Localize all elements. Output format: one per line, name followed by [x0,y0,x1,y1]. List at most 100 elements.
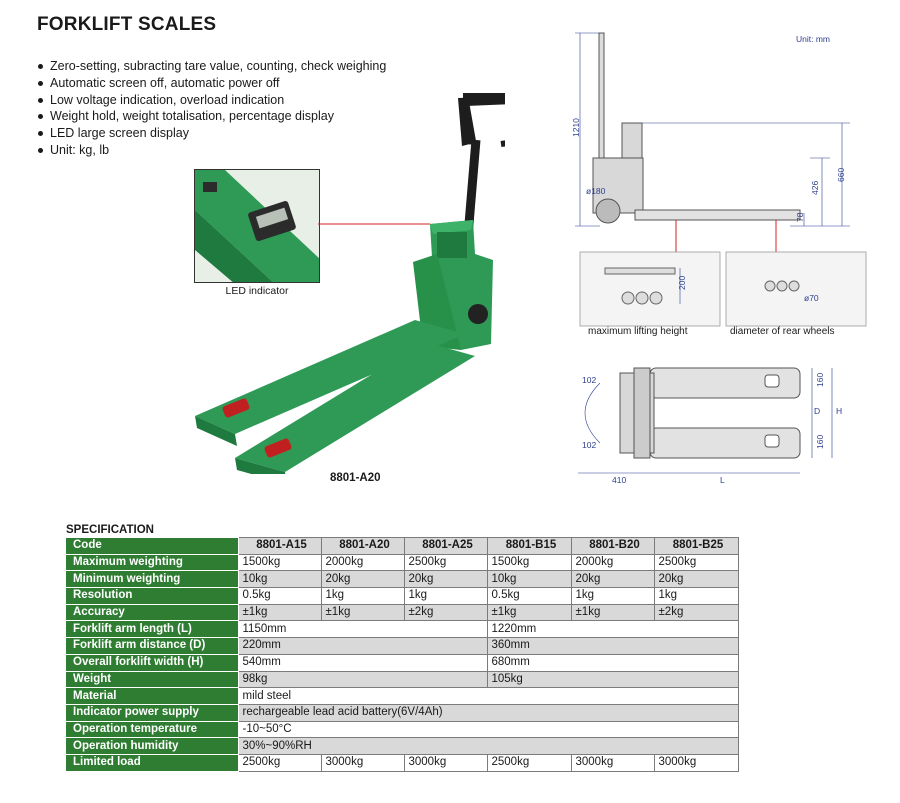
table-cell: 1500kg [486,553,572,572]
row-label: Code [66,537,239,555]
dim-rear-len: 410 [612,475,626,485]
table-cell: ±1kg [570,603,655,622]
feature-item: Automatic screen off, automatic power of… [37,75,386,92]
row-label: Forklift arm distance (D) [66,637,239,655]
feature-item: Low voltage indication, overload indicat… [37,92,386,109]
table-cell: 20kg [653,570,739,589]
table-cell: 2000kg [570,553,655,572]
table-row: Accuracy±1kg±1kg±2kg±1kg±1kg±2kg [66,603,739,622]
table-cell: ±1kg [237,603,322,622]
table-cell: 1150mm [237,620,488,639]
dim-handle-height: 660 [836,168,846,182]
table-cell: 8801-B15 [486,537,572,555]
table-cell: 1220mm [486,620,739,639]
table-cell: 3000kg [403,753,488,772]
dim-h: H [836,406,842,416]
row-label: Material [66,687,239,705]
table-cell: 20kg [570,570,655,589]
feature-item: Unit: kg, lb [37,142,386,159]
row-label: Overall forklift width (H) [66,653,239,672]
row-label: Resolution [66,587,239,605]
table-cell: mild steel [237,687,739,705]
feature-list: Zero-setting, subracting tare value, cou… [37,58,386,159]
feature-item: Zero-setting, subracting tare value, cou… [37,58,386,75]
table-cell: 2500kg [653,553,739,572]
table-row: Operation temperature-10~50°C [66,720,739,739]
dim-lift: 200 [677,276,687,290]
table-cell: -10~50°C [237,720,739,739]
row-label: Maximum weighting [66,553,239,572]
table-cell: 8801-A20 [320,537,405,555]
feature-item: LED large screen display [37,125,386,142]
table-cell: 2500kg [486,753,572,772]
inset-caption: LED indicator [225,285,289,297]
dim-arm-width-bottom: 160 [815,435,825,449]
table-cell: 3000kg [320,753,405,772]
row-label: Limited load [66,753,239,772]
row-label: Operation temperature [66,720,239,739]
table-cell: 8801-A25 [403,537,488,555]
feature-item: Weight hold, weight totalisation, percen… [37,108,386,125]
row-label: Forklift arm length (L) [66,620,239,639]
table-cell: 1kg [653,587,739,605]
dim-top-offset: 102 [582,375,596,385]
table-cell: 2000kg [320,553,405,572]
table-cell: 3000kg [653,753,739,772]
table-cell: 98kg [237,670,488,689]
table-cell: 2500kg [403,553,488,572]
table-cell: 2500kg [237,753,322,772]
table-cell: 680mm [486,653,739,672]
caption-lifting: maximum lifting height [588,326,688,337]
row-label: Operation humidity [66,737,239,755]
table-cell: 1kg [570,587,655,605]
table-cell: 8801-B25 [653,537,739,555]
table-cell: 30%~90%RH [237,737,739,755]
table-cell: ±2kg [403,603,488,622]
dim-fork-height: 426 [810,181,820,195]
table-cell: rechargeable lead acid battery(6V/4Ah) [237,703,739,722]
row-label: Accuracy [66,603,239,622]
table-cell: ±2kg [653,603,739,622]
spec-title: SPECIFICATION [66,524,154,536]
table-cell: ±1kg [486,603,572,622]
table-cell: 360mm [486,637,739,655]
table-cell: 8801-B20 [570,537,655,555]
callout-line [318,223,430,225]
dim-min-height: 78 [795,212,805,222]
dim-d: D [814,406,820,416]
table-cell: 105kg [486,670,739,689]
table-cell: 10kg [486,570,572,589]
table-cell: 10kg [237,570,322,589]
row-label: Indicator power supply [66,703,239,722]
unit-note: Unit: mm [796,34,830,44]
table-cell: 1kg [403,587,488,605]
dim-bottom-offset: 102 [582,440,596,450]
table-cell: 0.5kg [486,587,572,605]
table-cell: 1kg [320,587,405,605]
row-label: Minimum weighting [66,570,239,589]
table-cell: 1500kg [237,553,322,572]
dim-arm-width-top: 160 [815,373,825,387]
led-indicator-inset [194,169,320,283]
table-cell: 3000kg [570,753,655,772]
dim-l: L [720,475,725,485]
dim-rear-wheel: ø70 [804,293,819,303]
caption-wheels: diameter of rear wheels [730,326,835,337]
table-cell: 0.5kg [237,587,322,605]
table-cell: ±1kg [320,603,405,622]
led-indicator-image [195,170,319,282]
technical-drawings: 1210 660 426 78 ø180 200 ø70 maximum lif… [571,32,867,485]
page-title: FORKLIFT SCALES [37,14,217,35]
